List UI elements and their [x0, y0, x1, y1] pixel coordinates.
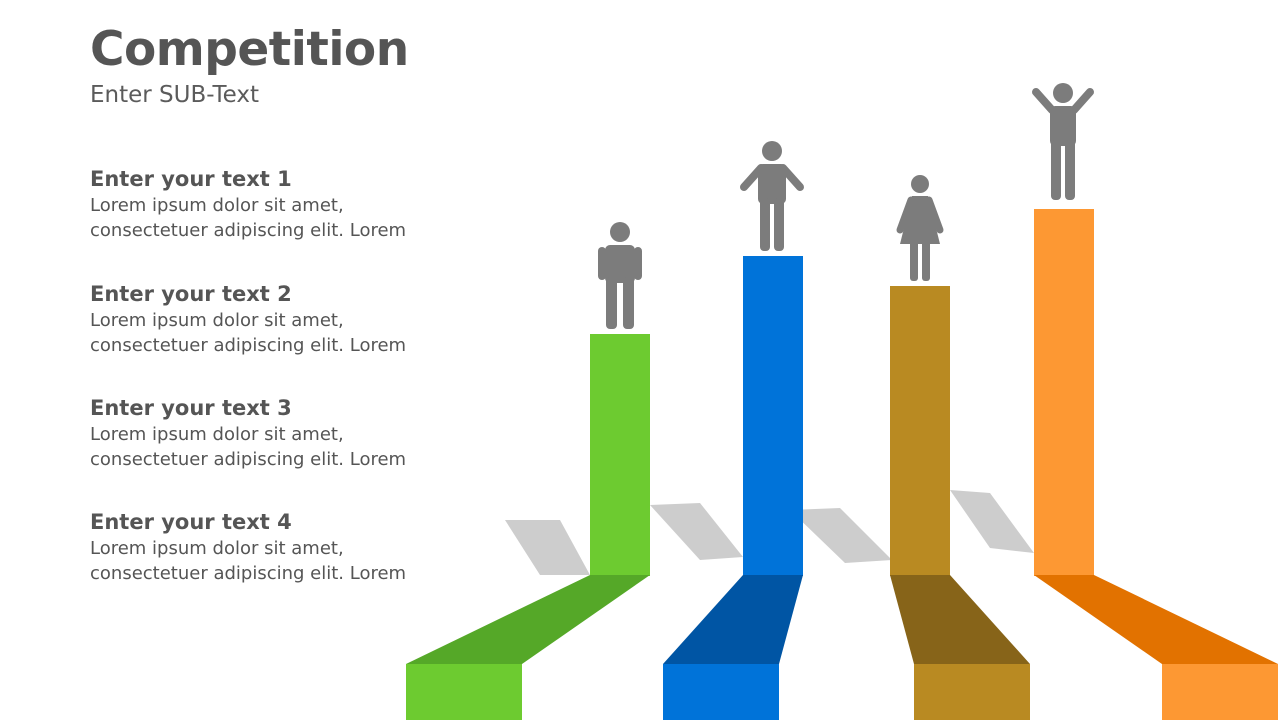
pillar-3-shadow — [790, 508, 892, 563]
pillar-4-column — [1034, 209, 1094, 576]
page-subtitle: Enter SUB-Text — [90, 82, 259, 108]
text-item-line: Lorem ipsum dolor sit amet, — [90, 195, 344, 216]
pillar-1-shadow — [505, 520, 590, 575]
pillar-4-shadow — [950, 490, 1034, 553]
pillar-3-ramp — [890, 575, 1030, 664]
pillar-2-column — [743, 256, 803, 576]
text-item-heading: Enter your text 4 — [90, 510, 292, 534]
pillar-2-ramp — [663, 575, 803, 664]
man-standing-icon — [598, 222, 642, 329]
woman-icon — [896, 175, 944, 281]
text-item-line: consectetuer adipiscing elit. Lorem — [90, 449, 407, 470]
pillar-1-base — [406, 664, 522, 720]
pillar-3-column — [890, 286, 950, 576]
text-item-line: Lorem ipsum dolor sit amet, — [90, 424, 344, 445]
page-title: Competition — [90, 22, 409, 77]
text-item-1: Enter your text 1 Lorem ipsum dolor sit … — [90, 165, 470, 243]
text-item-line: Lorem ipsum dolor sit amet, — [90, 310, 344, 331]
text-item-line: consectetuer adipiscing elit. Lorem — [90, 220, 407, 241]
pillar-4-base — [1162, 664, 1278, 720]
man-arms-raised-icon — [1032, 83, 1094, 200]
text-item-2: Enter your text 2 Lorem ipsum dolor sit … — [90, 280, 470, 358]
pillar-4-ramp — [1034, 575, 1278, 664]
pillar-2-base — [663, 664, 779, 720]
pillar-2-shadow — [650, 503, 743, 560]
text-item-heading: Enter your text 1 — [90, 167, 292, 191]
text-item-line: Lorem ipsum dolor sit amet, — [90, 538, 344, 559]
text-item-heading: Enter your text 2 — [90, 282, 292, 306]
man-arms-out-icon — [740, 141, 804, 251]
pillar-3-base — [914, 664, 1030, 720]
pillar-1-ramp — [406, 575, 650, 664]
text-item-line: consectetuer adipiscing elit. Lorem — [90, 563, 407, 584]
text-item-heading: Enter your text 3 — [90, 396, 292, 420]
text-item-line: consectetuer adipiscing elit. Lorem — [90, 335, 407, 356]
pillar-1-column — [590, 334, 650, 576]
text-item-3: Enter your text 3 Lorem ipsum dolor sit … — [90, 394, 470, 472]
text-item-4: Enter your text 4 Lorem ipsum dolor sit … — [90, 508, 470, 586]
